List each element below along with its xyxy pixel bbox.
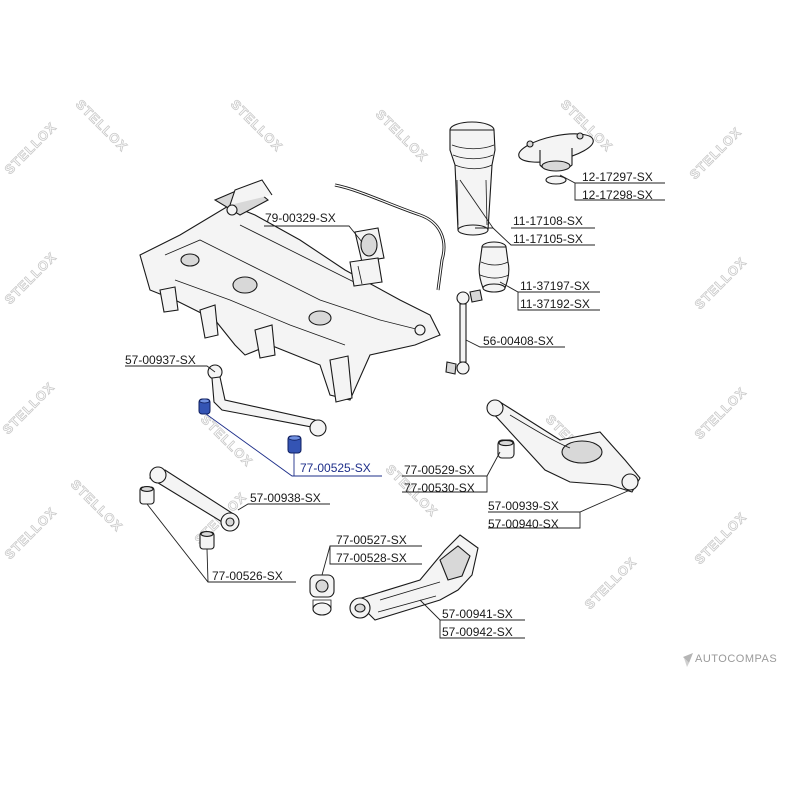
autocompas-text: AUTOCOMPAS [695, 653, 777, 665]
label-77-00528[interactable]: 77-00528-SX [336, 551, 407, 565]
watermark-9: STELLOX [687, 124, 745, 182]
trailing-arm[interactable] [349, 534, 479, 621]
lower-arm[interactable] [148, 466, 240, 532]
toe-link-bushing-highlighted[interactable] [198, 398, 302, 454]
watermark-1: STELLOX [2, 119, 60, 177]
upper-arm-bushing[interactable] [497, 439, 515, 459]
label-77-00527[interactable]: 77-00527-SX [336, 533, 407, 547]
watermark-4: STELLOX [2, 504, 60, 562]
label-79-00329[interactable]: 79-00329-SX [265, 211, 336, 225]
label-77-00530[interactable]: 77-00530-SX [404, 481, 475, 495]
watermark-16: STELLOX [582, 554, 640, 612]
watermark-17: STELLOX [68, 477, 126, 535]
label-56-00408[interactable]: 56-00408-SX [483, 334, 554, 348]
rear-subframe [139, 179, 441, 403]
watermark-2: STELLOX [2, 249, 60, 307]
label-77-00525[interactable]: 77-00525-SX [300, 461, 371, 475]
leader-lines [125, 174, 665, 639]
label-11-17108[interactable]: 11-17108-SX [513, 214, 583, 228]
label-11-37197[interactable]: 11-37197-SX [520, 279, 590, 293]
shock-boot[interactable] [449, 121, 496, 236]
label-57-00940[interactable]: 57-00940-SX [488, 517, 559, 531]
label-57-00938[interactable]: 57-00938-SX [250, 491, 321, 505]
label-77-00529[interactable]: 77-00529-SX [404, 463, 475, 477]
watermark-11: STELLOX [692, 384, 750, 442]
label-57-00937[interactable]: 57-00937-SX [125, 353, 196, 367]
watermark-13: STELLOX [198, 412, 256, 470]
upper-control-arm[interactable] [486, 399, 641, 493]
label-57-00941[interactable]: 57-00941-SX [442, 607, 513, 621]
strut-mount[interactable] [516, 128, 595, 185]
watermark-10: STELLOX [692, 254, 750, 312]
autocompas-logo-icon [683, 653, 693, 667]
watermark-6: STELLOX [228, 97, 286, 155]
stabilizer-bushing[interactable] [349, 227, 385, 287]
label-12-17298[interactable]: 12-17298-SX [582, 188, 653, 202]
watermark-7: STELLOX [373, 107, 431, 165]
trailing-arm-bushing[interactable] [309, 574, 335, 616]
label-57-00939[interactable]: 57-00939-SX [488, 499, 559, 513]
part-labels: 79-00329-SX 11-17108-SX 11-17105-SX 12-1… [125, 170, 653, 639]
toe-link-arm[interactable] [207, 364, 327, 437]
stabilizer-bar [334, 183, 446, 291]
label-57-00942[interactable]: 57-00942-SX [442, 625, 513, 639]
bump-stop[interactable] [478, 241, 510, 293]
label-11-37192[interactable]: 11-37192-SX [520, 297, 590, 311]
watermark-12: STELLOX [692, 509, 750, 567]
watermark-5: STELLOX [73, 97, 131, 155]
watermark-3: STELLOX [0, 379, 57, 437]
autocompas-brand: AUTOCOMPAS [683, 653, 777, 667]
stabilizer-link[interactable] [445, 289, 483, 375]
label-12-17297[interactable]: 12-17297-SX [582, 170, 653, 184]
label-77-00526[interactable]: 77-00526-SX [212, 569, 283, 583]
label-11-17105[interactable]: 11-17105-SX [513, 232, 583, 246]
